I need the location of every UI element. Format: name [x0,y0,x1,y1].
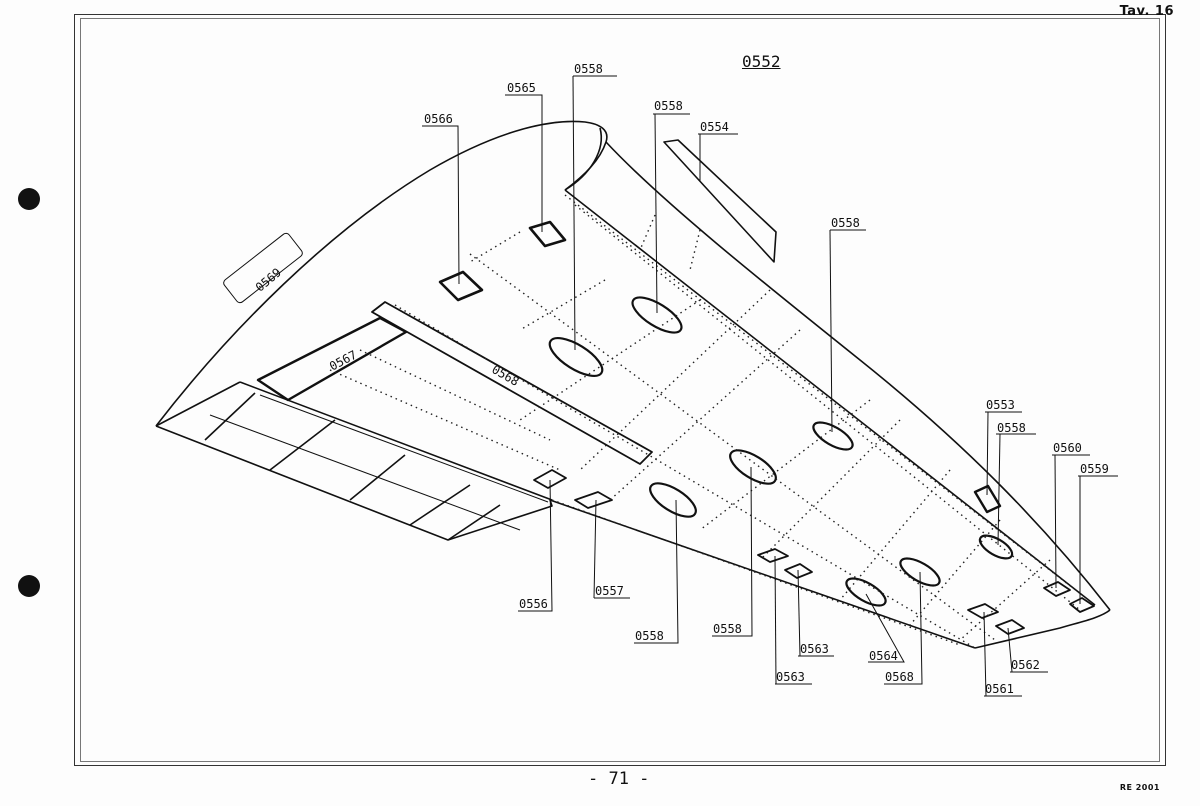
plate-label: Tav. 16 [1119,4,1174,19]
callout-0569: 0569 [253,265,284,294]
callout-0557: 0557 [595,584,624,598]
oval-panel-1 [548,337,604,377]
assembly-number: 0552 [742,52,781,71]
callout-0559: 0559 [1080,462,1109,476]
callout-0562: 0562 [1011,658,1040,672]
document-code: RE 2001 [1119,783,1160,792]
hatch-0566 [438,270,484,302]
callout-0558-bottom1: 0558 [635,629,664,643]
flap-rib-4 [409,484,471,526]
fairing-0554 [663,139,777,263]
wing-leading-fairing [155,120,608,427]
hatch-0563b [784,563,813,579]
callout-0565: 0565 [507,81,536,95]
callout-0568-panel: 0568 [489,362,521,389]
oval-panel-8 [845,577,887,607]
wing-outline-trailing [155,425,976,649]
flap-rib-2 [269,419,336,471]
callout-0558-top3: 0558 [831,216,860,230]
callout-0560: 0560 [1053,441,1082,455]
callout-0566: 0566 [424,112,453,126]
label-box-0569 [223,232,303,304]
hatch-0553 [973,484,1002,514]
hatch-0560 [1043,581,1071,597]
page-number: - 71 - [588,769,650,789]
oval-panel-7 [899,557,941,587]
hatch-0563a [757,548,789,563]
hatch-0557 [574,491,613,509]
rivet-lines [329,194,1096,649]
hatch-0565 [528,220,567,248]
callout-0568-bottom: 0568 [885,670,914,684]
wing-root-rib [564,127,602,191]
callout-0564: 0564 [869,649,898,663]
panel-0568 [371,301,653,465]
oval-panel-6 [978,534,1014,560]
punch-hole-top [18,188,40,210]
punch-hole-bottom [18,575,40,597]
flap-line-3 [209,414,521,531]
callout-0558-bottom2: 0558 [713,622,742,636]
flap-rib-1 [204,392,256,441]
flap-line-2 [155,381,241,427]
hatch-0556 [533,469,567,489]
callout-0558-right: 0558 [997,421,1026,435]
callout-0561: 0561 [985,682,1014,696]
callout-0567: 0567 [327,348,359,374]
callout-0558-top1: 0558 [574,62,603,76]
hatch-0559 [1069,597,1095,613]
flap-rib-5 [447,504,501,541]
oval-panel-3 [812,421,854,451]
wing-front-spar [564,189,1096,606]
oval-panel-4 [729,449,777,485]
wing-outline-tip [974,609,1111,649]
callout-0556: 0556 [519,597,548,611]
callout-0553: 0553 [986,398,1015,412]
callout-0563-b: 0563 [800,642,829,656]
flap-line-4 [259,394,549,503]
drawing-frame-outer [74,14,1166,766]
wing-outline-top [605,141,1111,611]
callout-0563-a: 0563 [776,670,805,684]
callout-0558-top2: 0558 [654,99,683,113]
hatch-0561 [967,603,999,619]
leader-lines [422,75,1118,697]
drawing-frame-inner [80,18,1160,762]
oval-panel-2 [631,296,683,334]
flap-line-1 [239,381,553,501]
callout-0554: 0554 [700,120,729,134]
hatch-0562 [995,619,1025,635]
oval-panel-5 [649,482,697,518]
